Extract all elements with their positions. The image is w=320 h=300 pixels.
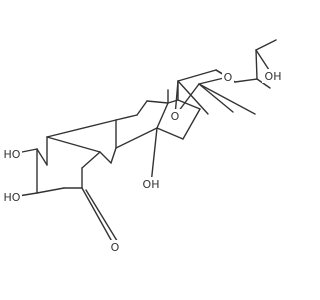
bond-39 — [198, 83, 256, 115]
atom-o-ring-1-label: O — [224, 71, 233, 84]
bond-31 — [177, 80, 209, 115]
bond-18 — [115, 127, 158, 149]
bond-16 — [146, 100, 169, 104]
atom-oh-side-label: OH — [265, 70, 282, 83]
bond-4 — [81, 151, 101, 169]
bond-14 — [115, 114, 138, 121]
bond-lines — [11, 39, 277, 248]
atom-oh-c2-label: HO — [4, 148, 21, 161]
bond-21 — [182, 108, 201, 140]
bond-13 — [99, 151, 112, 164]
bond-12 — [110, 147, 117, 164]
atom-o-ring-2: O — [169, 109, 181, 123]
bond-ketone-double — [85, 189, 120, 245]
bond-34 — [255, 49, 258, 80]
bond-17 — [156, 102, 169, 129]
atom-oh-c2: HO — [2, 147, 22, 161]
bond-30 — [177, 69, 217, 82]
bond-3 — [46, 136, 101, 153]
atom-o-ring-2-label: O — [171, 110, 180, 123]
bond-20 — [156, 127, 184, 140]
molecule-structure: HO HO O OH O O OH — [2, 39, 285, 254]
bond-19 — [150, 127, 158, 185]
atom-o-ketone-label: O — [111, 241, 120, 254]
bond-7 — [36, 187, 65, 194]
bond-33 — [234, 78, 258, 83]
bond-35 — [255, 39, 277, 51]
atom-oh-side: OH — [262, 69, 285, 83]
bond-15 — [136, 100, 148, 116]
atom-o-ketone: O — [109, 240, 121, 254]
atom-labels: HO HO O OH O O OH — [2, 69, 285, 254]
atom-oh-c3: HO — [2, 190, 22, 204]
bond-10 — [46, 119, 117, 138]
bond-40 — [81, 187, 116, 248]
atom-oh-c14-label: OH — [143, 178, 160, 191]
atom-oh-c3-label: HO — [4, 191, 21, 204]
bond-22 — [177, 99, 201, 110]
bond-1 — [36, 148, 48, 166]
bond-37 — [256, 78, 271, 89]
atom-oh-c14: OH — [141, 177, 162, 191]
atom-o-ring-1: O — [222, 70, 234, 84]
bond-38 — [198, 83, 234, 113]
